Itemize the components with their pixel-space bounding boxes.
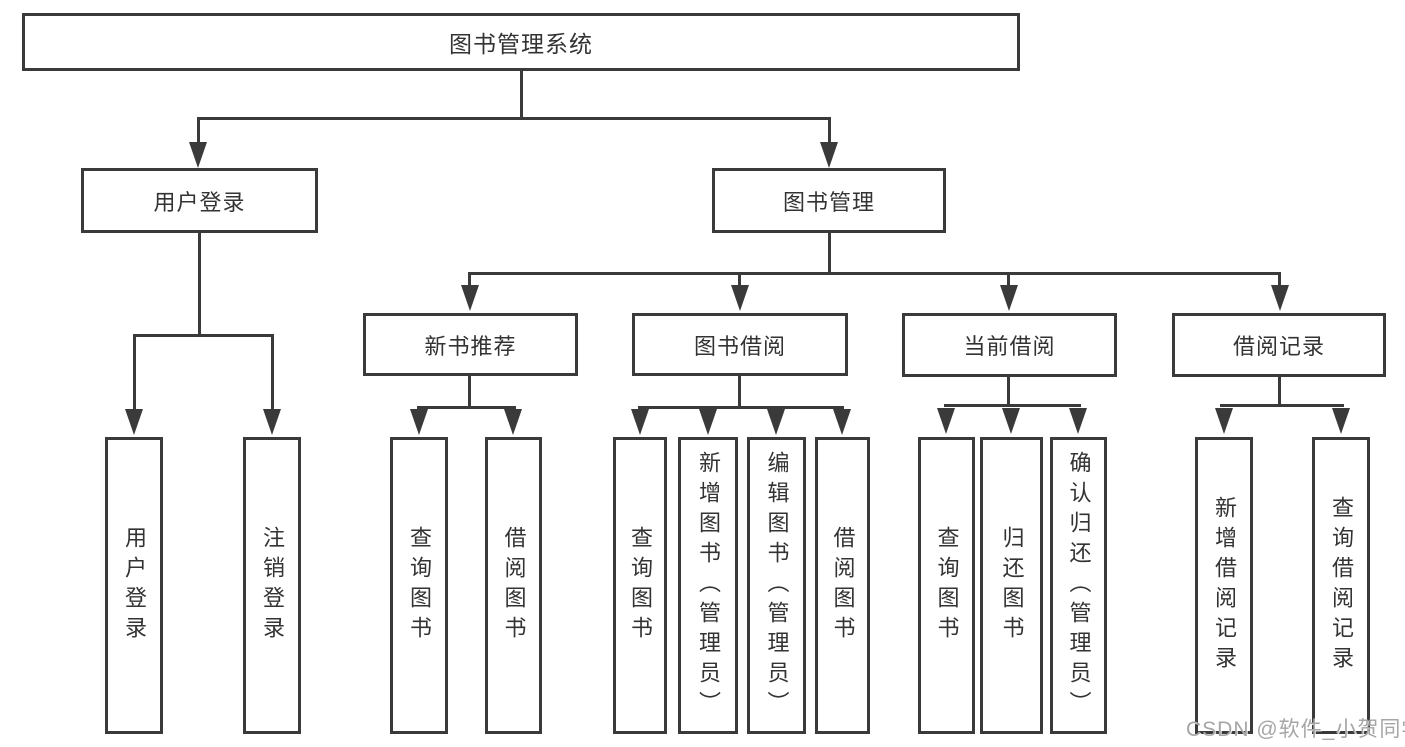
leaf-edit-books-label: 编辑图书（管理员） xyxy=(764,450,790,721)
node-new-books-label: 新书推荐 xyxy=(424,333,517,359)
arrowhead-borrow-books-1 xyxy=(504,409,522,435)
leaf-query-borrow-record: 查询借阅记录 xyxy=(1312,437,1370,734)
leaf-user-login-label: 用户登录 xyxy=(122,525,147,646)
arrowhead-query-books-1 xyxy=(410,409,428,435)
connector-current-borrow-stem xyxy=(1007,376,1010,406)
arrowhead-query-record xyxy=(1332,408,1350,434)
connector-leaf-logout-drop xyxy=(271,335,274,409)
arrowhead-book-borrow xyxy=(731,285,749,311)
arrowhead-add-books xyxy=(699,409,717,435)
arrowhead-return-books xyxy=(1002,408,1020,434)
arrowhead-borrow-books-2 xyxy=(833,409,851,435)
node-current-borrow: 当前借阅 xyxy=(902,313,1117,377)
connector-leaf-login-drop xyxy=(133,335,136,409)
leaf-return-books: 归还图书 xyxy=(980,437,1043,734)
arrowhead-leaf-login xyxy=(125,409,143,435)
arrowhead-new-books xyxy=(461,285,479,311)
node-new-books: 新书推荐 xyxy=(363,313,578,376)
connector-user-login-drop xyxy=(197,118,200,144)
connector-level2-rail xyxy=(197,117,831,120)
leaf-query-borrow-record-label: 查询借阅记录 xyxy=(1329,495,1354,676)
leaf-borrow-books-1: 借阅图书 xyxy=(485,437,542,734)
connector-borrow-records-stem xyxy=(1278,376,1281,405)
connector-book-mgmt-stem xyxy=(828,233,831,273)
connector-new-books-stem xyxy=(468,376,471,408)
leaf-confirm-return-label: 确认归还（管理员） xyxy=(1066,450,1092,721)
node-root: 图书管理系统 xyxy=(22,13,1020,71)
leaf-query-books-1-label: 查询图书 xyxy=(407,525,432,646)
connector-book-borrow-stem xyxy=(738,376,741,408)
arrowhead-user-login xyxy=(189,142,207,168)
arrowhead-book-mgmt xyxy=(820,142,838,168)
leaf-add-borrow-record: 新增借阅记录 xyxy=(1195,437,1253,734)
connector-book-borrow-rail xyxy=(638,406,844,409)
arrowhead-borrow-records xyxy=(1271,285,1289,311)
node-book-borrow: 图书借阅 xyxy=(632,313,848,376)
connector-current-borrow-rail xyxy=(944,404,1081,407)
leaf-query-books-1: 查询图书 xyxy=(390,437,448,734)
connector-borrow-records-rail xyxy=(1220,404,1344,407)
connector-book-borrow-drop xyxy=(738,273,741,286)
arrowhead-add-record xyxy=(1215,408,1233,434)
leaf-edit-books: 编辑图书（管理员） xyxy=(747,437,806,734)
node-root-label: 图书管理系统 xyxy=(449,31,593,57)
node-user-login-label: 用户登录 xyxy=(153,189,246,215)
connector-user-login-stem xyxy=(198,233,201,335)
connector-new-books-rail xyxy=(417,406,516,409)
connector-root-stem xyxy=(520,71,523,118)
leaf-query-books-2: 查询图书 xyxy=(613,437,667,734)
arrowhead-query-books-2 xyxy=(631,409,649,435)
arrowhead-edit-books xyxy=(767,409,785,435)
leaf-return-books-label: 归还图书 xyxy=(999,525,1025,646)
arrowhead-confirm-return xyxy=(1069,408,1087,434)
node-borrow-records: 借阅记录 xyxy=(1172,313,1386,377)
node-current-borrow-label: 当前借阅 xyxy=(963,334,1056,359)
csdn-watermark: CSDN @软件_小贺同学 xyxy=(1186,718,1405,741)
leaf-logout-label: 注销登录 xyxy=(260,525,285,646)
connector-book-mgmt-drop xyxy=(828,118,831,144)
node-borrow-records-label: 借阅记录 xyxy=(1232,334,1325,359)
leaf-add-borrow-record-label: 新增借阅记录 xyxy=(1212,495,1237,676)
leaf-add-books: 新增图书（管理员） xyxy=(678,437,738,734)
leaf-borrow-books-2: 借阅图书 xyxy=(815,437,870,734)
leaf-confirm-return: 确认归还（管理员） xyxy=(1050,437,1107,734)
connector-new-books-drop xyxy=(468,273,471,286)
node-book-mgmt-label: 图书管理 xyxy=(782,189,875,215)
arrowhead-leaf-logout xyxy=(263,409,281,435)
leaf-borrow-books-1-label: 借阅图书 xyxy=(501,525,527,646)
connector-borrow-records-drop xyxy=(1278,273,1281,286)
leaf-add-books-label: 新增图书（管理员） xyxy=(696,450,721,721)
leaf-query-books-2-label: 查询图书 xyxy=(628,525,653,646)
arrowhead-query-books-3 xyxy=(937,408,955,434)
leaf-borrow-books-2-label: 借阅图书 xyxy=(830,525,856,646)
connector-user-login-rail xyxy=(133,334,274,337)
node-user-login: 用户登录 xyxy=(81,168,318,233)
connector-category-rail xyxy=(468,272,1281,275)
arrowhead-current-borrow xyxy=(1000,285,1018,311)
leaf-query-books-3: 查询图书 xyxy=(918,437,975,734)
node-book-borrow-label: 图书借阅 xyxy=(693,333,786,359)
leaf-user-login: 用户登录 xyxy=(105,437,163,734)
leaf-logout: 注销登录 xyxy=(243,437,301,734)
connector-current-borrow-drop xyxy=(1007,273,1010,286)
leaf-query-books-3-label: 查询图书 xyxy=(934,525,960,646)
node-book-mgmt: 图书管理 xyxy=(712,168,946,233)
